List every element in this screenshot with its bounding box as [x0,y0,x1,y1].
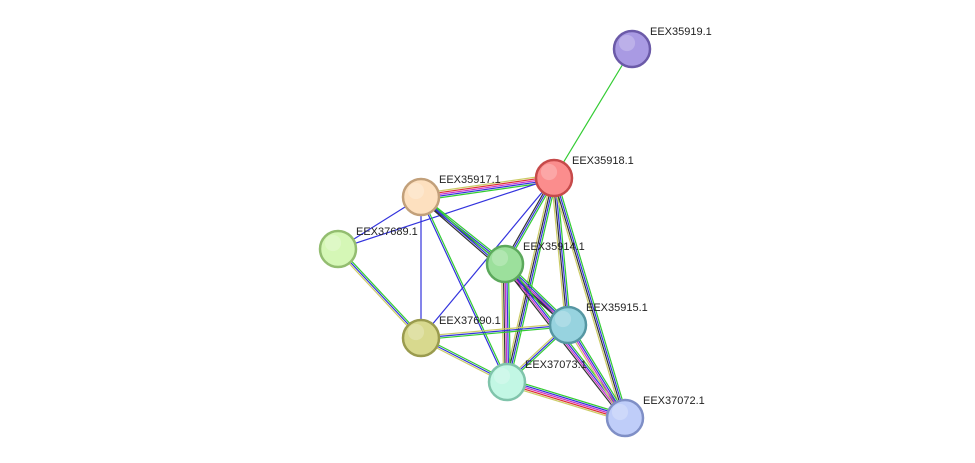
node-circle[interactable] [318,229,358,269]
edge-evidence-line [420,174,554,195]
node-label: EEX37072.1 [643,395,705,407]
edge-evidence-line [420,177,555,198]
edge-evidence-line [338,247,423,338]
node-highlight [407,182,425,200]
node-highlight [324,234,342,252]
node-highlight [491,249,509,267]
edge-evidence-line [553,48,633,179]
node-label: EEX37690.1 [439,315,501,327]
node-label: EEX35914.1 [523,241,585,253]
edge-eex35919-1-eex35918-1 [553,48,633,179]
node-eex35918-1[interactable]: EEX35918.1 [534,155,634,198]
edge-evidence-line [507,378,627,416]
edge-eex35917-1-eex37073-1 [419,196,509,383]
edge-evidence-line [502,264,506,383]
edge-eex37073-1-eex37072-1 [505,378,627,422]
edge-evidence-line [337,177,555,250]
node-eex37072-1[interactable]: EEX37072.1 [605,395,705,438]
edge-evidence-line [507,379,626,417]
node-circle[interactable] [605,398,645,438]
edge-evidence-line [507,263,511,382]
node-label: EEX37689.1 [356,226,418,238]
edge-evidence-line [337,248,422,339]
node-eex37690-1[interactable]: EEX37690.1 [401,315,501,358]
edge-eex37689-1-eex37690-1 [336,247,423,340]
edge-evidence-line [506,383,625,421]
edge-evidence-line [508,178,558,383]
node-highlight [611,403,629,421]
edge-eex35918-1-eex37689-1 [337,177,555,250]
edge-evidence-line [421,196,509,382]
node-circle[interactable] [487,362,527,402]
node-highlight [407,323,425,341]
edge-eex35918-1-eex37073-1 [503,177,558,383]
node-circle[interactable] [401,177,441,217]
edge-evidence-line [505,384,625,422]
node-highlight [618,34,636,52]
edge-evidence-line [552,178,625,419]
edge-evidence-line [554,177,570,325]
edge-evidence-line [554,177,627,418]
edge-evidence-line [420,322,568,337]
node-circle[interactable] [401,318,441,358]
edge-evidence-line [501,264,505,383]
edge-evidence-line [550,178,624,419]
edge-evidence-line [507,178,556,383]
node-eex35919-1[interactable]: EEX35919.1 [612,26,712,69]
node-eex35914-1[interactable]: EEX35914.1 [485,241,585,284]
node-eex35915-1[interactable]: EEX35915.1 [548,302,648,345]
node-highlight [540,163,558,181]
node-circle[interactable] [534,158,574,198]
edge-evidence-line [503,177,553,382]
node-label: EEX35919.1 [650,26,712,38]
edge-evidence-line [552,178,568,326]
edge-evidence-line [506,263,510,382]
node-circle[interactable] [548,305,588,345]
node-label: EEX35915.1 [586,302,648,314]
node-eex35917-1[interactable]: EEX35917.1 [401,174,501,217]
node-label: EEX37073.1 [525,359,587,371]
node-circle[interactable] [485,244,525,284]
node-circle[interactable] [612,29,652,69]
edge-evidence-line [419,197,507,383]
edge-eex35915-1-eex37690-1 [420,322,569,341]
edge-evidence-line [336,249,421,340]
node-eex37689-1[interactable]: EEX37689.1 [318,226,418,269]
node-layer: EEX35919.1EEX35918.1EEX35917.1EEX37689.1… [318,26,712,438]
edge-evidence-line [421,326,569,341]
edge-evidence-line [550,178,567,326]
edge-evidence-line [504,263,508,383]
node-highlight [554,310,572,328]
edge-evidence-line [505,177,554,382]
node-label: EEX35917.1 [439,174,501,186]
edge-evidence-line [420,324,569,339]
edge-eex35918-1-eex37072-1 [550,177,629,419]
edge-evidence-line [420,175,554,196]
edge-evidence-line [421,179,555,200]
edge-evidence-line [555,177,629,418]
edge-evidence-line [506,381,626,419]
node-eex37073-1[interactable]: EEX37073.1 [487,359,587,402]
node-label: EEX35918.1 [572,155,634,167]
node-highlight [493,367,511,385]
edge-eex35914-1-eex37073-1 [501,263,511,383]
